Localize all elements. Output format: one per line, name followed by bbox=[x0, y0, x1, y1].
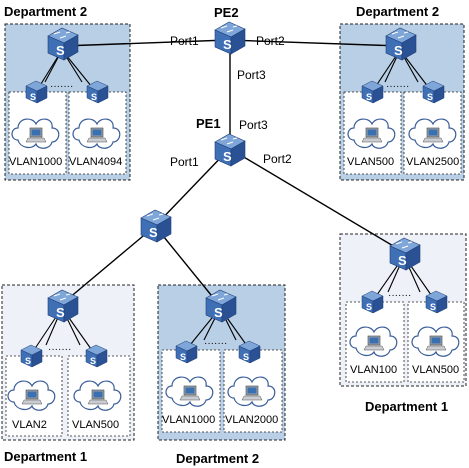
vlan-label: VLAN1000 bbox=[9, 156, 62, 168]
vlan-label: VLAN1000 bbox=[162, 414, 215, 426]
vlan-label: VLAN100 bbox=[350, 364, 397, 376]
pe2-port3-label: Port3 bbox=[237, 68, 266, 82]
dept-label-bottom-mid: Department 2 bbox=[176, 451, 259, 466]
pe2-port2-label: Port2 bbox=[256, 34, 285, 48]
vlan-label: VLAN2 bbox=[12, 419, 47, 431]
svg-text:·······: ······· bbox=[50, 81, 73, 92]
svg-text:·······: ······· bbox=[386, 81, 409, 92]
pe1-port2-label: Port2 bbox=[263, 152, 292, 166]
dept-label-right-mid: Department 1 bbox=[365, 399, 448, 414]
svg-text:·······: ······· bbox=[388, 290, 411, 301]
links bbox=[61, 39, 401, 307]
dept-label-top-right: Department 2 bbox=[356, 4, 439, 19]
access-switch-icon bbox=[86, 80, 109, 104]
pe2-port1-label: Port1 bbox=[170, 34, 199, 48]
switch-icon-aggregation bbox=[140, 209, 172, 243]
pe1-port3-label: Port3 bbox=[239, 118, 268, 132]
access-switch-icon bbox=[425, 290, 448, 314]
vlan-label: VLAN4094 bbox=[69, 156, 122, 168]
dept-label-top-left: Department 2 bbox=[4, 4, 87, 19]
dept-label-bottom-left: Department 1 bbox=[4, 449, 87, 464]
access-switch-icon bbox=[361, 80, 384, 104]
vlan-label: VLAN500 bbox=[412, 364, 459, 376]
access-switch-icon bbox=[20, 344, 43, 368]
access-switch-icon bbox=[422, 80, 445, 104]
pe1-label: PE1 bbox=[196, 116, 221, 131]
pe2-label: PE2 bbox=[214, 5, 239, 20]
access-switch-icon bbox=[85, 344, 108, 368]
svg-text:·······: ······· bbox=[204, 338, 227, 349]
switch-icon-pe2 bbox=[214, 21, 246, 55]
access-switch-icon bbox=[25, 80, 48, 104]
vlan-label: VLAN500 bbox=[347, 156, 394, 168]
access-switch-icon bbox=[175, 340, 198, 364]
access-switch-icon bbox=[238, 340, 261, 364]
switch-icon-pe1 bbox=[214, 133, 246, 167]
access-switch-icon bbox=[361, 290, 384, 314]
svg-text:·······: ······· bbox=[48, 344, 71, 355]
vlan-label: VLAN2000 bbox=[225, 414, 278, 426]
vlan-label: VLAN2500 bbox=[406, 156, 459, 168]
pe1-port1-label: Port1 bbox=[170, 155, 199, 169]
vlan-label: VLAN500 bbox=[72, 419, 119, 431]
